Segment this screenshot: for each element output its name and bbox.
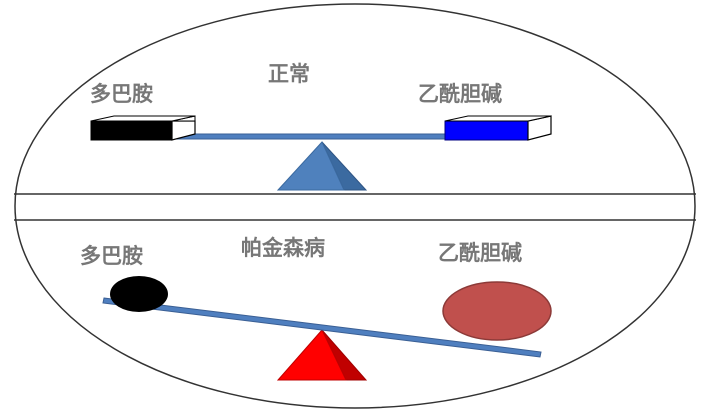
parkinson-acetylcholine-circle xyxy=(442,281,552,341)
parkinson-title: 帕金森病 xyxy=(241,236,325,260)
normal-acetylcholine-block xyxy=(444,115,552,141)
normal-panel xyxy=(90,115,552,191)
parkinson-dopamine-label: 多巴胺 xyxy=(80,244,143,268)
normal-dopamine-block xyxy=(90,115,196,141)
normal-beam xyxy=(169,133,448,140)
normal-title: 正常 xyxy=(268,62,310,86)
parkinson-panel xyxy=(102,276,552,381)
parkinson-beam xyxy=(102,297,542,358)
parkinson-acetylcholine-label: 乙酰胆碱 xyxy=(438,241,522,265)
outer-ellipse xyxy=(14,3,696,409)
normal-acetylcholine-label: 乙酰胆碱 xyxy=(418,82,502,106)
parkinson-fulcrum xyxy=(276,329,347,381)
normal-dopamine-label: 多巴胺 xyxy=(90,82,153,106)
parkinson-dopamine-circle xyxy=(110,276,168,312)
normal-fulcrum xyxy=(276,141,345,191)
